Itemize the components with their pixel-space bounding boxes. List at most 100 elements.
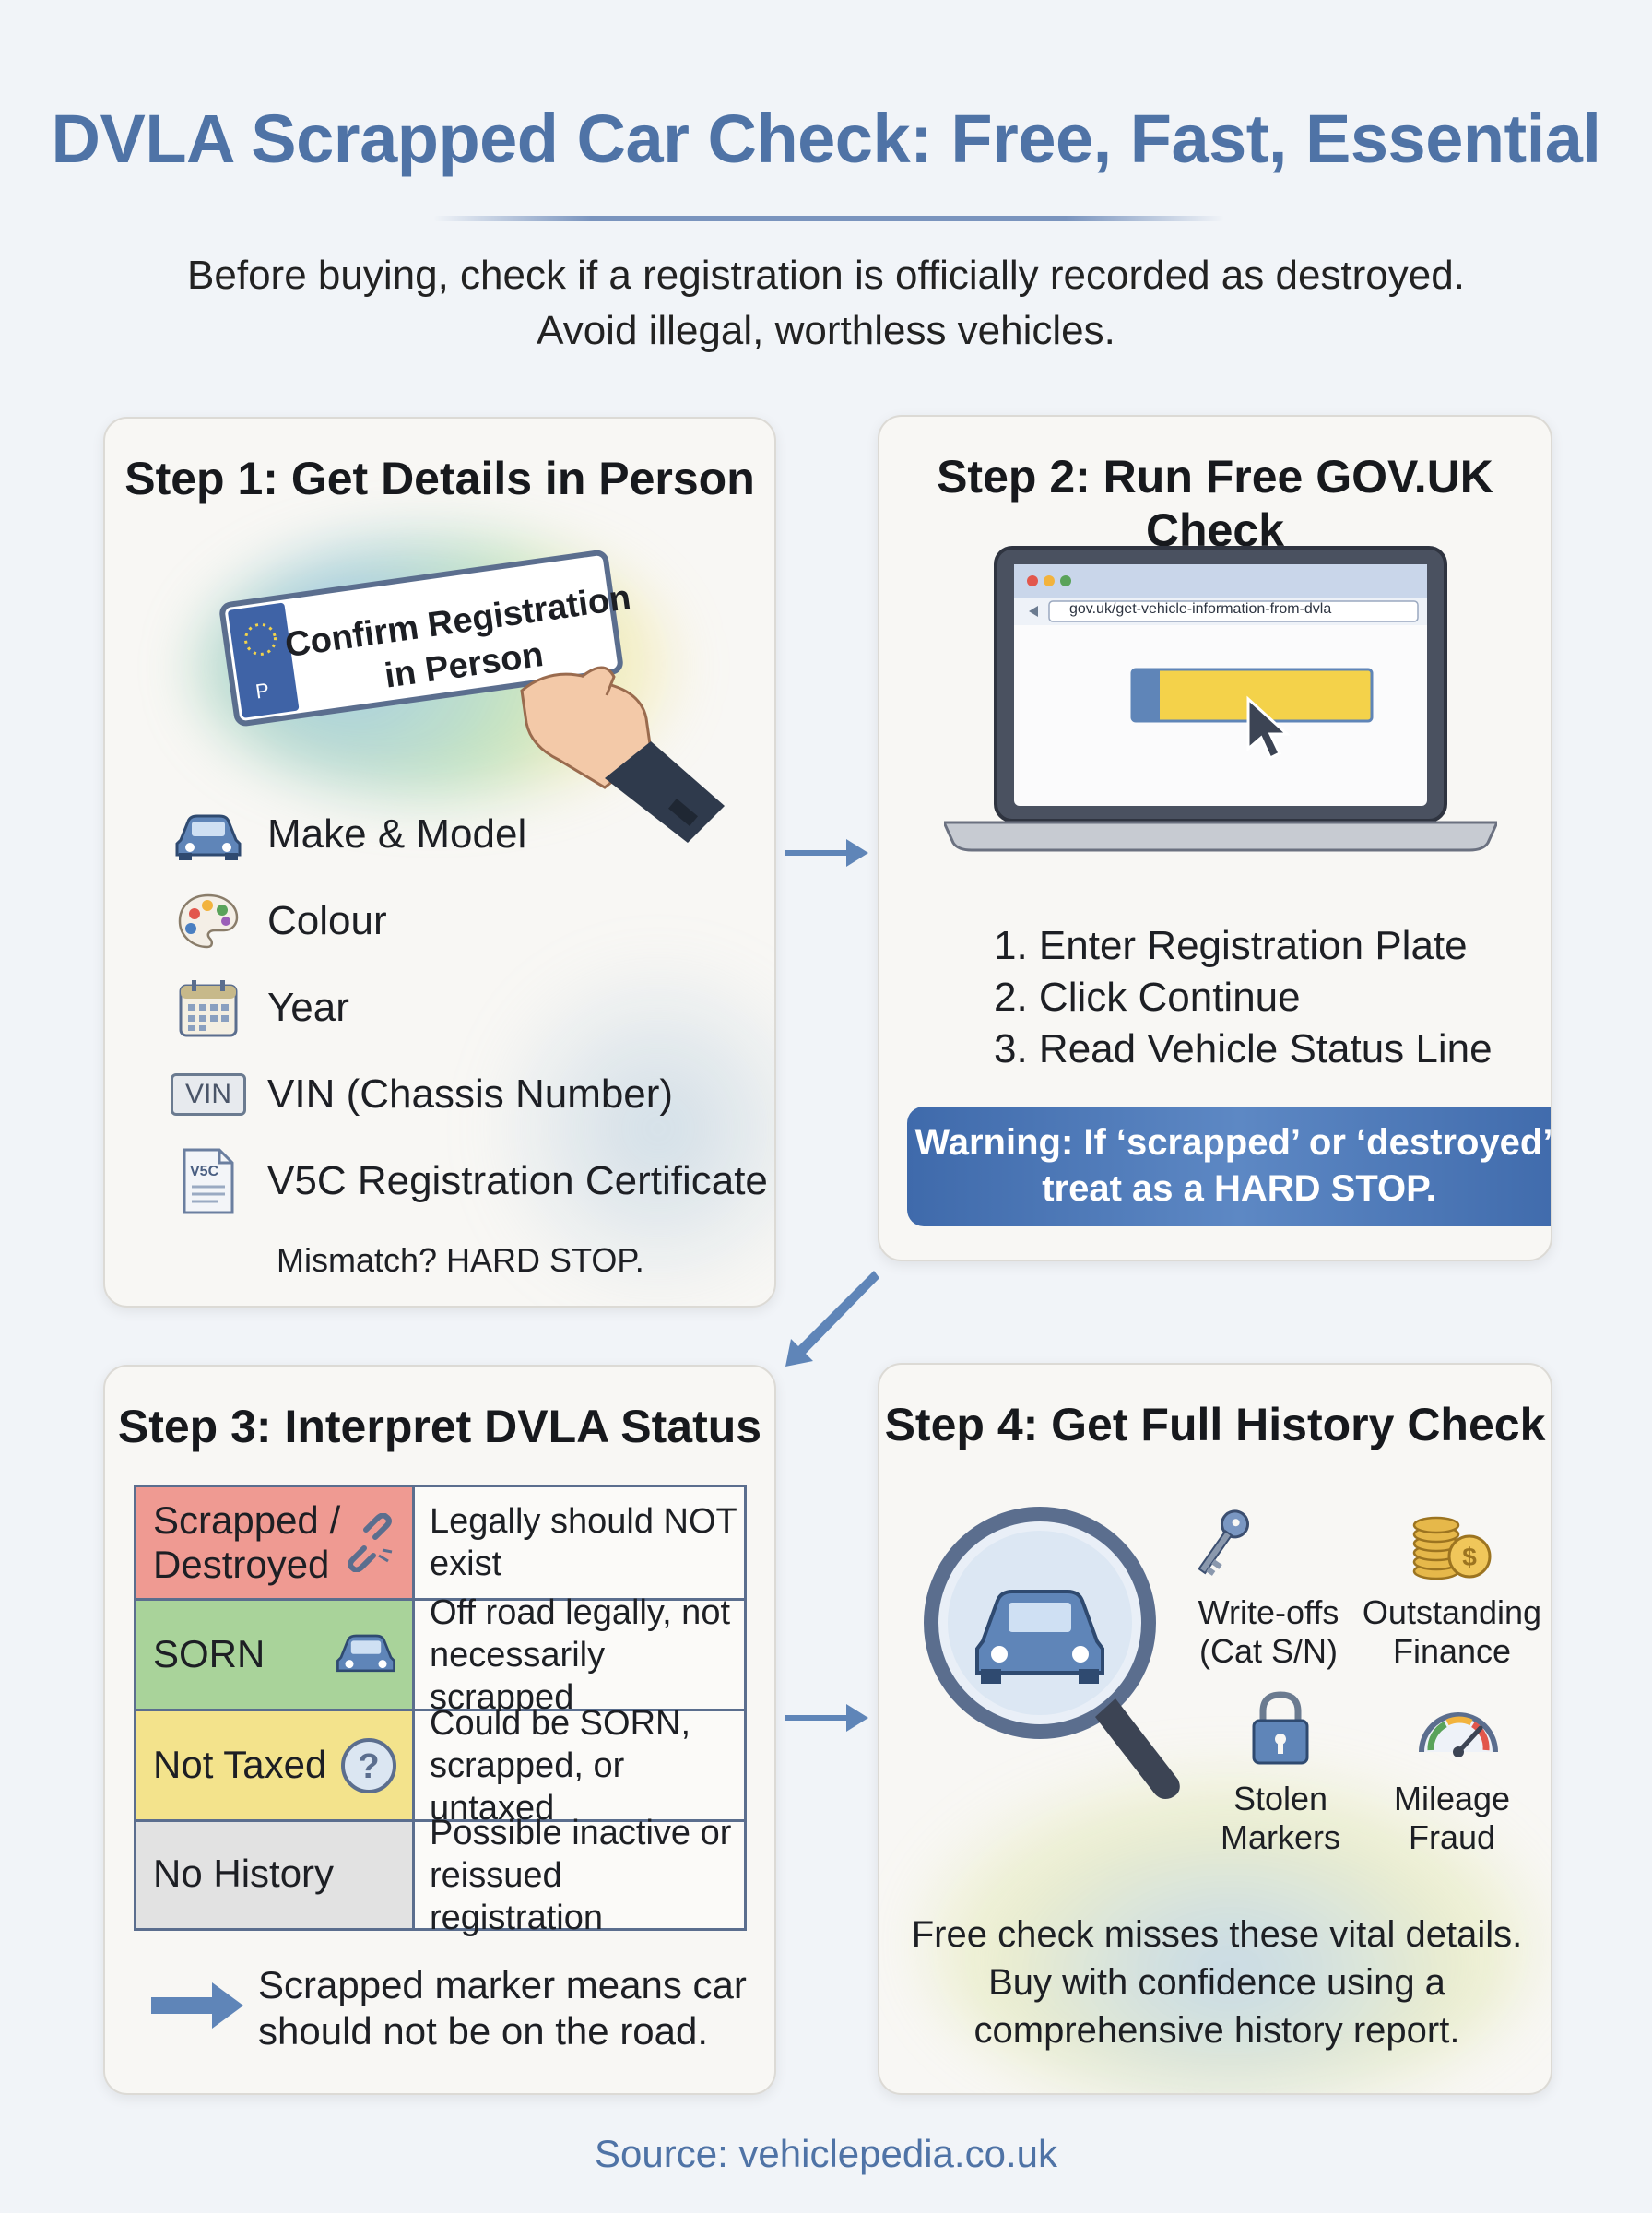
warning-line-1: Warning: If ‘scrapped’ or ‘destroyed’,: [914, 1122, 1552, 1163]
feature-line-2: Fraud: [1408, 1818, 1496, 1856]
status-label: Not Taxed: [153, 1743, 327, 1786]
url-bar-text: gov.uk/get-vehicle-information-from-dvla: [1069, 601, 1332, 617]
footer-line-3: comprehensive history report.: [974, 2010, 1460, 2051]
status-cell: SORN: [136, 1601, 415, 1709]
status-label-line-2: Destroyed: [153, 1543, 330, 1586]
note-line-2: should not be on the road.: [258, 2009, 709, 2053]
feature-outstanding-finance: Outstanding Finance: [1355, 1593, 1549, 1671]
warning-banner: Warning: If ‘scrapped’ or ‘destroyed’, t…: [907, 1106, 1552, 1226]
feature-line-2: Markers: [1220, 1818, 1340, 1856]
meaning-line-1: Possible inactive or: [430, 1813, 732, 1852]
meaning-line-2: exist: [430, 1544, 502, 1583]
detail-label: Year: [267, 985, 349, 1030]
step1-title: Step 1: Get Details in Person: [124, 453, 755, 504]
feature-stolen-markers: Stolen Markers: [1188, 1780, 1373, 1857]
registration-plate-illustration: P: [219, 550, 725, 843]
detail-label: V5C Registration Certificate: [267, 1158, 768, 1203]
svg-text:$: $: [1462, 1543, 1477, 1571]
history-footer: Free check misses these vital details. B…: [879, 1911, 1551, 2054]
coins-icon: $: [1412, 1516, 1492, 1580]
status-label: No History: [153, 1852, 335, 1895]
vin-badge: VIN: [171, 1073, 246, 1116]
meaning-line-1: Could be SORN,: [430, 1703, 691, 1743]
feature-line-1: Write-offs: [1198, 1593, 1339, 1631]
vin-badge-icon: VIN: [170, 1062, 247, 1127]
status-cell: Not Taxed ?: [136, 1711, 415, 1819]
feature-write-offs: Write-offs (Cat S/N): [1176, 1593, 1361, 1671]
feature-line-2: (Cat S/N): [1198, 1632, 1338, 1670]
car-icon: [333, 1625, 399, 1685]
step2-card: Step 2: Run Free GOV.UK Check gov.uk/get…: [878, 415, 1552, 1261]
status-meaning: Could be SORN,scrapped, or untaxed: [415, 1704, 744, 1828]
detail-label: Colour: [267, 898, 387, 943]
detail-colour: Colour: [170, 889, 387, 953]
meaning-line-2: necessarily scrapped: [430, 1635, 606, 1717]
meaning-line-1: Off road legally, not: [430, 1592, 731, 1632]
scrapped-marker-note: Scrapped marker means car should not be …: [258, 1962, 747, 2054]
detail-label: Make & Model: [267, 811, 527, 857]
broken-link-icon: [340, 1512, 399, 1577]
arrow-down-left-icon: [785, 1271, 879, 1367]
note-line-1: Scrapped marker means car: [258, 1963, 747, 2006]
status-cell: Scrapped / Destroyed: [136, 1487, 415, 1598]
meaning-line-2: reissued registration: [430, 1855, 603, 1937]
gauge-icon: [1419, 1712, 1498, 1757]
status-label: Scrapped / Destroyed: [153, 1498, 340, 1587]
source-credit: Source: vehiclepedia.co.uk: [595, 2132, 1057, 2175]
footer-line-2: Buy with confidence using a: [988, 1962, 1446, 2003]
magnifier-car-illustration: [924, 1507, 1180, 1799]
palette-icon: [170, 889, 247, 953]
step4-card: Step 4: Get Full History Check $ Write-o…: [878, 1363, 1552, 2095]
status-label-line-1: Scrapped /: [153, 1498, 341, 1542]
watercolor-wash: [916, 1770, 1543, 2093]
status-cell: No History: [136, 1822, 415, 1928]
subtitle-line-1: Before buying, check if a registration i…: [187, 253, 1465, 298]
detail-label: VIN (Chassis Number): [267, 1071, 674, 1117]
feature-line-2: Finance: [1392, 1632, 1512, 1670]
svg-text:?: ?: [358, 1747, 379, 1786]
svg-text:P: P: [254, 679, 271, 704]
check-steps-list: 1. Enter Registration Plate 2. Click Con…: [994, 920, 1493, 1075]
feature-line-1: Mileage: [1393, 1780, 1511, 1817]
document-icon: V5C: [170, 1148, 247, 1214]
feature-mileage-fraud: Mileage Fraud: [1360, 1780, 1544, 1857]
arrow-right-icon: [785, 839, 868, 867]
feature-line-1: Outstanding: [1362, 1593, 1542, 1631]
page-title: DVLA Scrapped Car Check: Free, Fast, Ess…: [51, 101, 1601, 177]
step1-card: Step 1: Get Details in Person P Confirm …: [103, 417, 776, 1308]
status-row-not-taxed: Not Taxed ? Could be SORN,scrapped, or u…: [136, 1704, 744, 1828]
subtitle-line-2: Avoid illegal, worthless vehicles.: [537, 308, 1115, 353]
footer-line-1: Free check misses these vital details.: [911, 1914, 1523, 1955]
arrow-right-icon: [785, 1704, 868, 1732]
detail-make-model: Make & Model: [170, 802, 526, 867]
key-icon: [1198, 1509, 1249, 1576]
laptop-illustration: [944, 546, 1497, 852]
check-step-3: 3. Read Vehicle Status Line: [994, 1026, 1493, 1071]
v5c-badge: V5C: [190, 1164, 219, 1179]
feature-line-1: Stolen: [1233, 1780, 1328, 1817]
car-icon: [170, 802, 247, 867]
detail-vin: VIN VIN (Chassis Number): [170, 1062, 673, 1127]
check-step-1: 1. Enter Registration Plate: [994, 923, 1468, 968]
warning-line-2: treat as a HARD STOP.: [1042, 1168, 1436, 1209]
detail-year: Year: [170, 976, 349, 1040]
arrow-right-icon: [151, 1982, 243, 2029]
meaning-line-2: scrapped, or untaxed: [430, 1746, 625, 1828]
calendar-icon: [170, 976, 247, 1040]
status-label: SORN: [153, 1632, 266, 1675]
detail-v5c: V5C V5C Registration Certificate: [170, 1148, 768, 1214]
check-step-2: 2. Click Continue: [994, 975, 1301, 1020]
watercolor-wash-lower: [492, 935, 774, 1306]
mismatch-note: Mismatch? HARD STOP.: [277, 1241, 644, 1279]
meaning-line-1: Legally should NOT: [430, 1502, 738, 1541]
step2-title: Step 2: Run Free GOV.UK Check: [937, 451, 1493, 556]
title-divider: [433, 216, 1224, 221]
question-icon: ?: [338, 1735, 399, 1801]
